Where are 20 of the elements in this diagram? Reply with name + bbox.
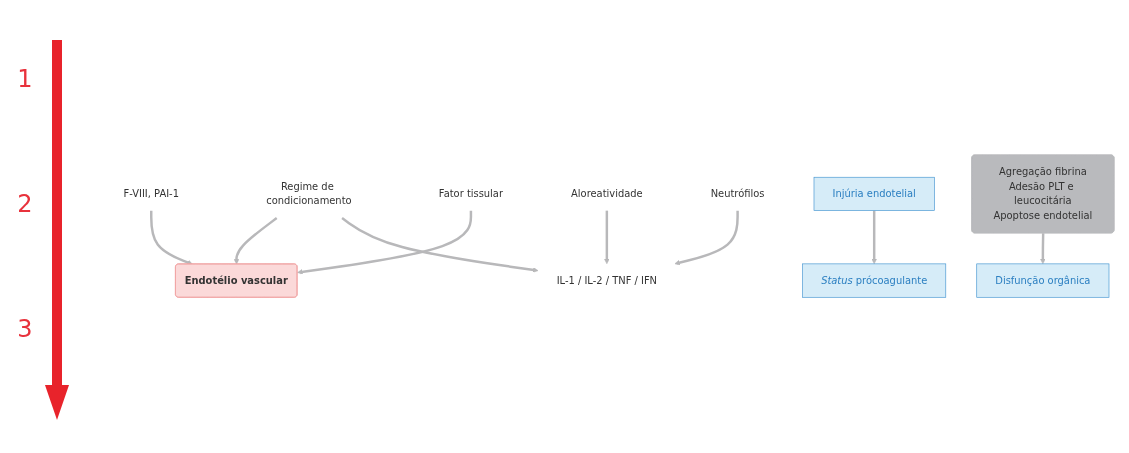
node-text: Fator tissular bbox=[438, 188, 503, 200]
arrow bbox=[604, 211, 610, 265]
node-box: Disfunção orgânica bbox=[976, 263, 1110, 298]
arrow bbox=[297, 211, 473, 275]
step-number: 1 bbox=[16, 65, 34, 93]
arrow bbox=[341, 217, 539, 274]
node-text: Regime de condicionamento bbox=[266, 180, 352, 208]
node-box: Status prócoagulante bbox=[802, 263, 947, 298]
step-number: 2 bbox=[16, 190, 34, 218]
arrow bbox=[674, 211, 739, 266]
arrow bbox=[233, 217, 278, 265]
node-text: Aloreatividade bbox=[571, 188, 643, 200]
arrow bbox=[871, 211, 877, 265]
arrow bbox=[150, 211, 193, 266]
node-text: Neutrófilos bbox=[710, 188, 765, 200]
arrow bbox=[1040, 233, 1046, 265]
node-text: IL-1 / IL-2 / TNF / IFN bbox=[556, 274, 658, 287]
step-number: 3 bbox=[16, 315, 34, 343]
node-text: F-VIII, PAI-1 bbox=[123, 188, 179, 200]
node-box: Injúria endotelial bbox=[813, 177, 935, 212]
